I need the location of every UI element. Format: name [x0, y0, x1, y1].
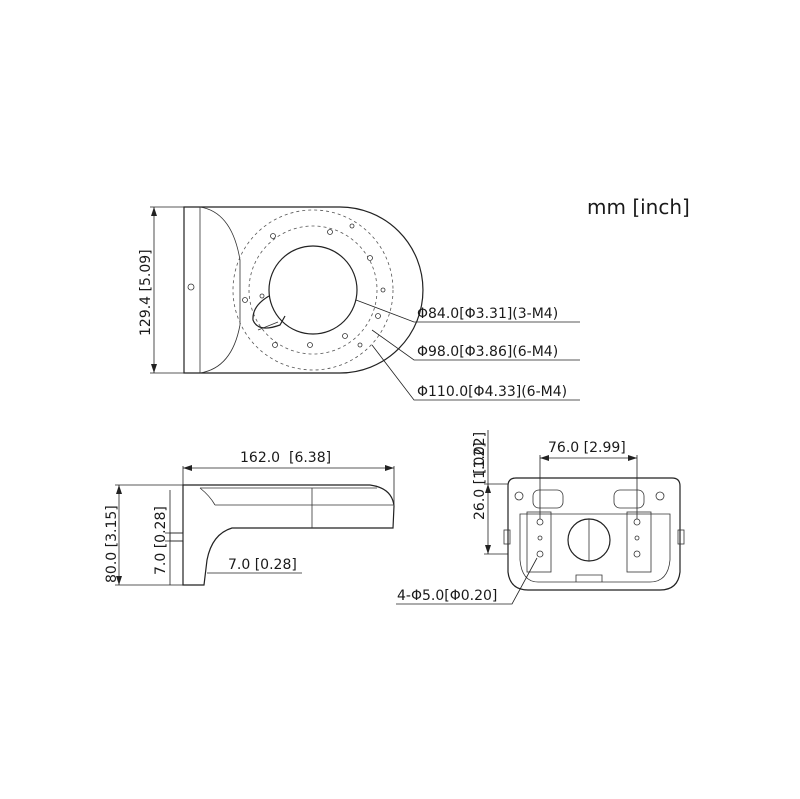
rear-holes-callout: 4-Φ5.0[Φ0.20] [397, 588, 497, 604]
rear-height-dim: 26.0 [1.02] [472, 442, 488, 520]
rear-view: 76.0 [2.99] [1.02] 26.0 [1.02] [396, 430, 685, 605]
rear-height-dim-upper: [1.02] [472, 432, 488, 474]
side-arm-dim: 7.0 [0.28] [228, 557, 297, 573]
callout-phi98: Φ98.0[Φ3.86](6-M4) [417, 344, 558, 360]
top-height-dim: 129.4 [5.09] [138, 249, 154, 336]
top-view: 129.4 [5.09] Φ84.0[Φ3.31](3-M4) Φ98.0[Φ3… [138, 206, 580, 401]
callout-phi84: Φ84.0[Φ3.31](3-M4) [417, 306, 558, 322]
mount-holes [242, 223, 386, 348]
rear-width-dim: 76.0 [2.99] [548, 440, 626, 456]
units-label: mm [inch] [587, 195, 690, 219]
callout-phi110: Φ110.0[Φ4.33](6-M4) [417, 384, 567, 400]
side-view: 162.0 [6.38] 80.0 [3.15] 7.0 [0.28] 7.0 … [104, 450, 395, 586]
side-height-dim: 80.0 [3.15] [104, 505, 120, 583]
side-length-dim: 162.0 [6.38] [240, 450, 331, 466]
side-offset-dim: 7.0 [0.28] [153, 506, 169, 575]
